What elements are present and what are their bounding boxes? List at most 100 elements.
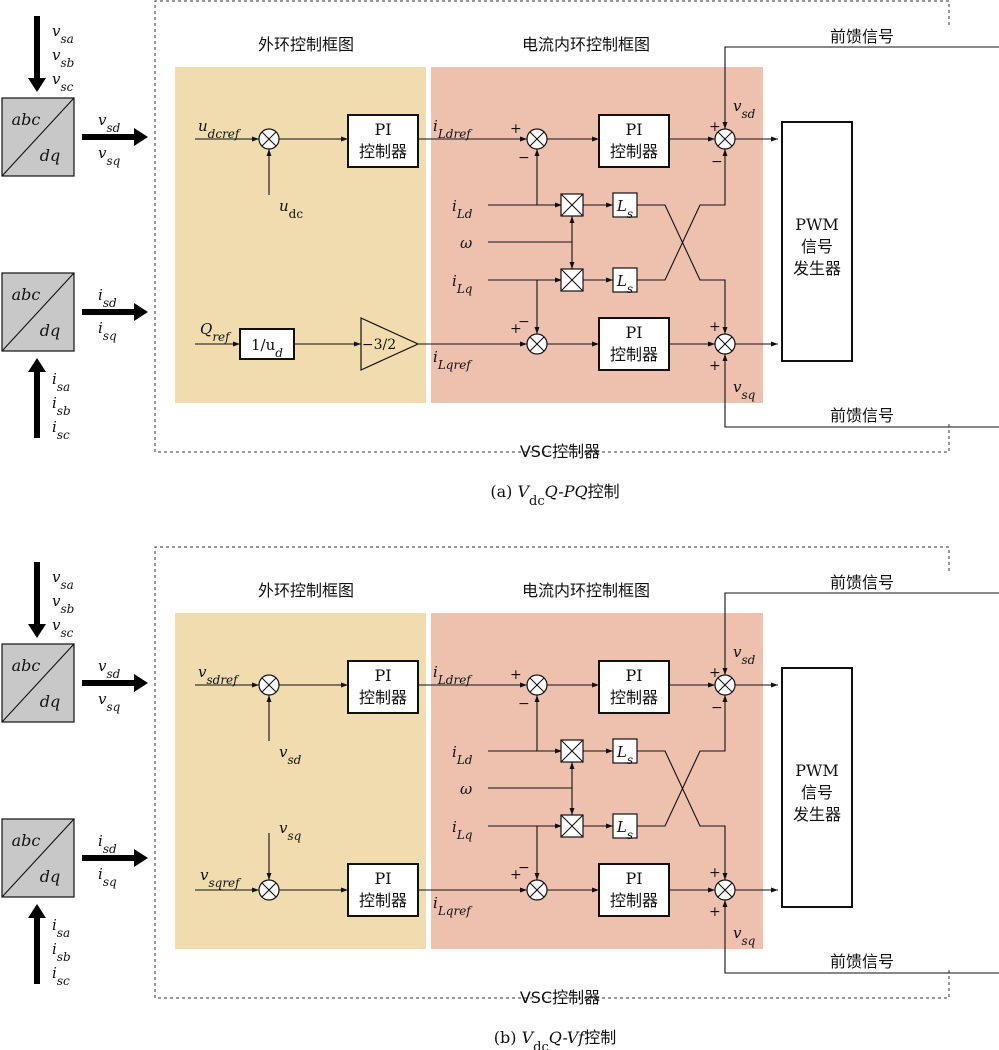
cross-d-to-q	[637, 204, 728, 334]
outer-sum-top	[258, 674, 280, 696]
plus-sign: +	[709, 358, 721, 374]
iLdref-label: iLdref	[433, 663, 473, 687]
abc-label: abc	[12, 110, 41, 129]
pi-label: PI	[374, 666, 391, 685]
cross-d-to-q	[637, 750, 728, 880]
pwm-label-generator: 发生器	[793, 259, 841, 278]
iLq-label: iLq	[452, 818, 473, 842]
Ls-label: Ls	[616, 743, 633, 767]
dq-label: dq	[40, 867, 60, 886]
pwm-label: PWM	[795, 215, 839, 234]
panel-caption: (a) VdcQ-PQ控制	[490, 482, 619, 509]
i-input-arrow	[28, 358, 46, 438]
Ls-label: Ls	[616, 818, 633, 842]
vsc-controller-label: VSC控制器	[520, 442, 600, 461]
i-input-arrow	[28, 904, 46, 984]
vsc-controller-label: VSC控制器	[520, 988, 600, 1007]
vsd-feedforward-label: vsd	[733, 643, 756, 667]
feedforward-bottom-line	[722, 354, 999, 428]
iLqref-label: iLqref	[433, 894, 473, 918]
minus-sign: −	[518, 696, 530, 712]
v-input-a: vsa	[52, 22, 74, 46]
top-feedback-label: udc	[279, 197, 303, 221]
plus-sign: +	[510, 121, 522, 137]
minus-sign: −	[518, 860, 530, 876]
feedforward-top-line	[722, 46, 999, 129]
i-input-b: isb	[52, 394, 71, 418]
cross-q-to-d	[637, 149, 728, 281]
feedforward-label-bottom: 前馈信号	[830, 406, 894, 425]
i-input-a: isa	[52, 370, 70, 394]
pi-controller-label: 控制器	[610, 688, 658, 707]
pi-label: PI	[374, 869, 391, 888]
pi-controller-label: 控制器	[359, 142, 407, 161]
pi-controller: PI 控制器	[347, 114, 419, 168]
v-output-q: vsq	[98, 690, 121, 714]
gain-block: −3/2	[360, 317, 420, 371]
i-output-q: isq	[98, 865, 117, 889]
plus-sign: +	[709, 319, 721, 335]
pwm-label-signal: 信号	[801, 783, 833, 802]
vsc-controller-boundary	[154, 0, 950, 453]
v-input-b: vsb	[52, 46, 74, 70]
inner-loop-title: 电流内环控制框图	[522, 35, 650, 54]
inverse-voltage-label: 1/ud	[251, 336, 283, 360]
abc-dq-transform-current: abc dq	[1, 818, 75, 898]
multiplier-q	[560, 268, 584, 292]
i-output-arrow	[82, 849, 148, 867]
pi-label: PI	[625, 120, 642, 139]
inductance-block-d: Ls	[612, 192, 638, 221]
omega-label: ω	[460, 234, 472, 252]
top-reference-label: udcref	[198, 117, 242, 141]
pi-controller-label: 控制器	[610, 142, 658, 161]
pi-label: PI	[625, 869, 642, 888]
vsq-feedforward-label: vsq	[733, 378, 756, 402]
v-input-c: vsc	[52, 616, 74, 640]
inner-loop-panel	[431, 613, 763, 949]
multiplier-d	[560, 739, 584, 763]
iLqref-label: iLqref	[433, 348, 473, 372]
bottom-reference-label: vsqref	[200, 866, 242, 890]
inner-sum-d	[526, 128, 548, 150]
v-output-d: vsd	[98, 111, 121, 135]
vsd-feedforward-label: vsd	[733, 97, 756, 121]
v-input-arrow	[28, 562, 46, 638]
minus-sign: −	[518, 150, 530, 166]
i-input-a: isa	[52, 916, 70, 940]
abc-label: abc	[12, 831, 41, 850]
dq-label: dq	[40, 146, 60, 165]
inverse-voltage-block: 1/ud	[239, 328, 295, 360]
v-output-q: vsq	[98, 144, 121, 168]
pi-controller-label: 控制器	[359, 688, 407, 707]
multiplier-d	[560, 193, 584, 217]
pi-label: PI	[374, 120, 391, 139]
dq-label: dq	[40, 692, 60, 711]
v-input-b: vsb	[52, 592, 74, 616]
plus-sign: +	[709, 119, 721, 135]
iLd-label: iLd	[452, 743, 473, 767]
pi-controller-label: 控制器	[359, 891, 407, 910]
top-feedback-label: vsd	[279, 743, 302, 767]
pwm-label: PWM	[795, 761, 839, 780]
i-output-q: isq	[98, 319, 117, 343]
inductance-block-q: Ls	[612, 267, 638, 296]
v-output-d: vsd	[98, 657, 121, 681]
omega-label: ω	[460, 780, 472, 798]
vsc-controller-boundary	[154, 546, 950, 999]
v-input-arrow	[28, 16, 46, 92]
panel-b: 外环控制框图电流内环控制框图VSC控制器vsavsbvscabcdqvsdvsq…	[1, 546, 999, 1050]
i-output-arrow	[82, 303, 148, 321]
minus-sign: −	[711, 154, 723, 170]
feedforward-sum-q	[714, 879, 736, 901]
feedforward-label-bottom: 前馈信号	[830, 952, 894, 971]
pi-controller-label: 控制器	[610, 891, 658, 910]
bottom-feedback-label: vsq	[279, 819, 302, 843]
inner-sum-q	[526, 879, 548, 901]
iLd-label: iLd	[452, 197, 473, 221]
plus-sign: +	[510, 321, 522, 337]
abc-label: abc	[12, 285, 41, 304]
plus-sign: +	[510, 667, 522, 683]
